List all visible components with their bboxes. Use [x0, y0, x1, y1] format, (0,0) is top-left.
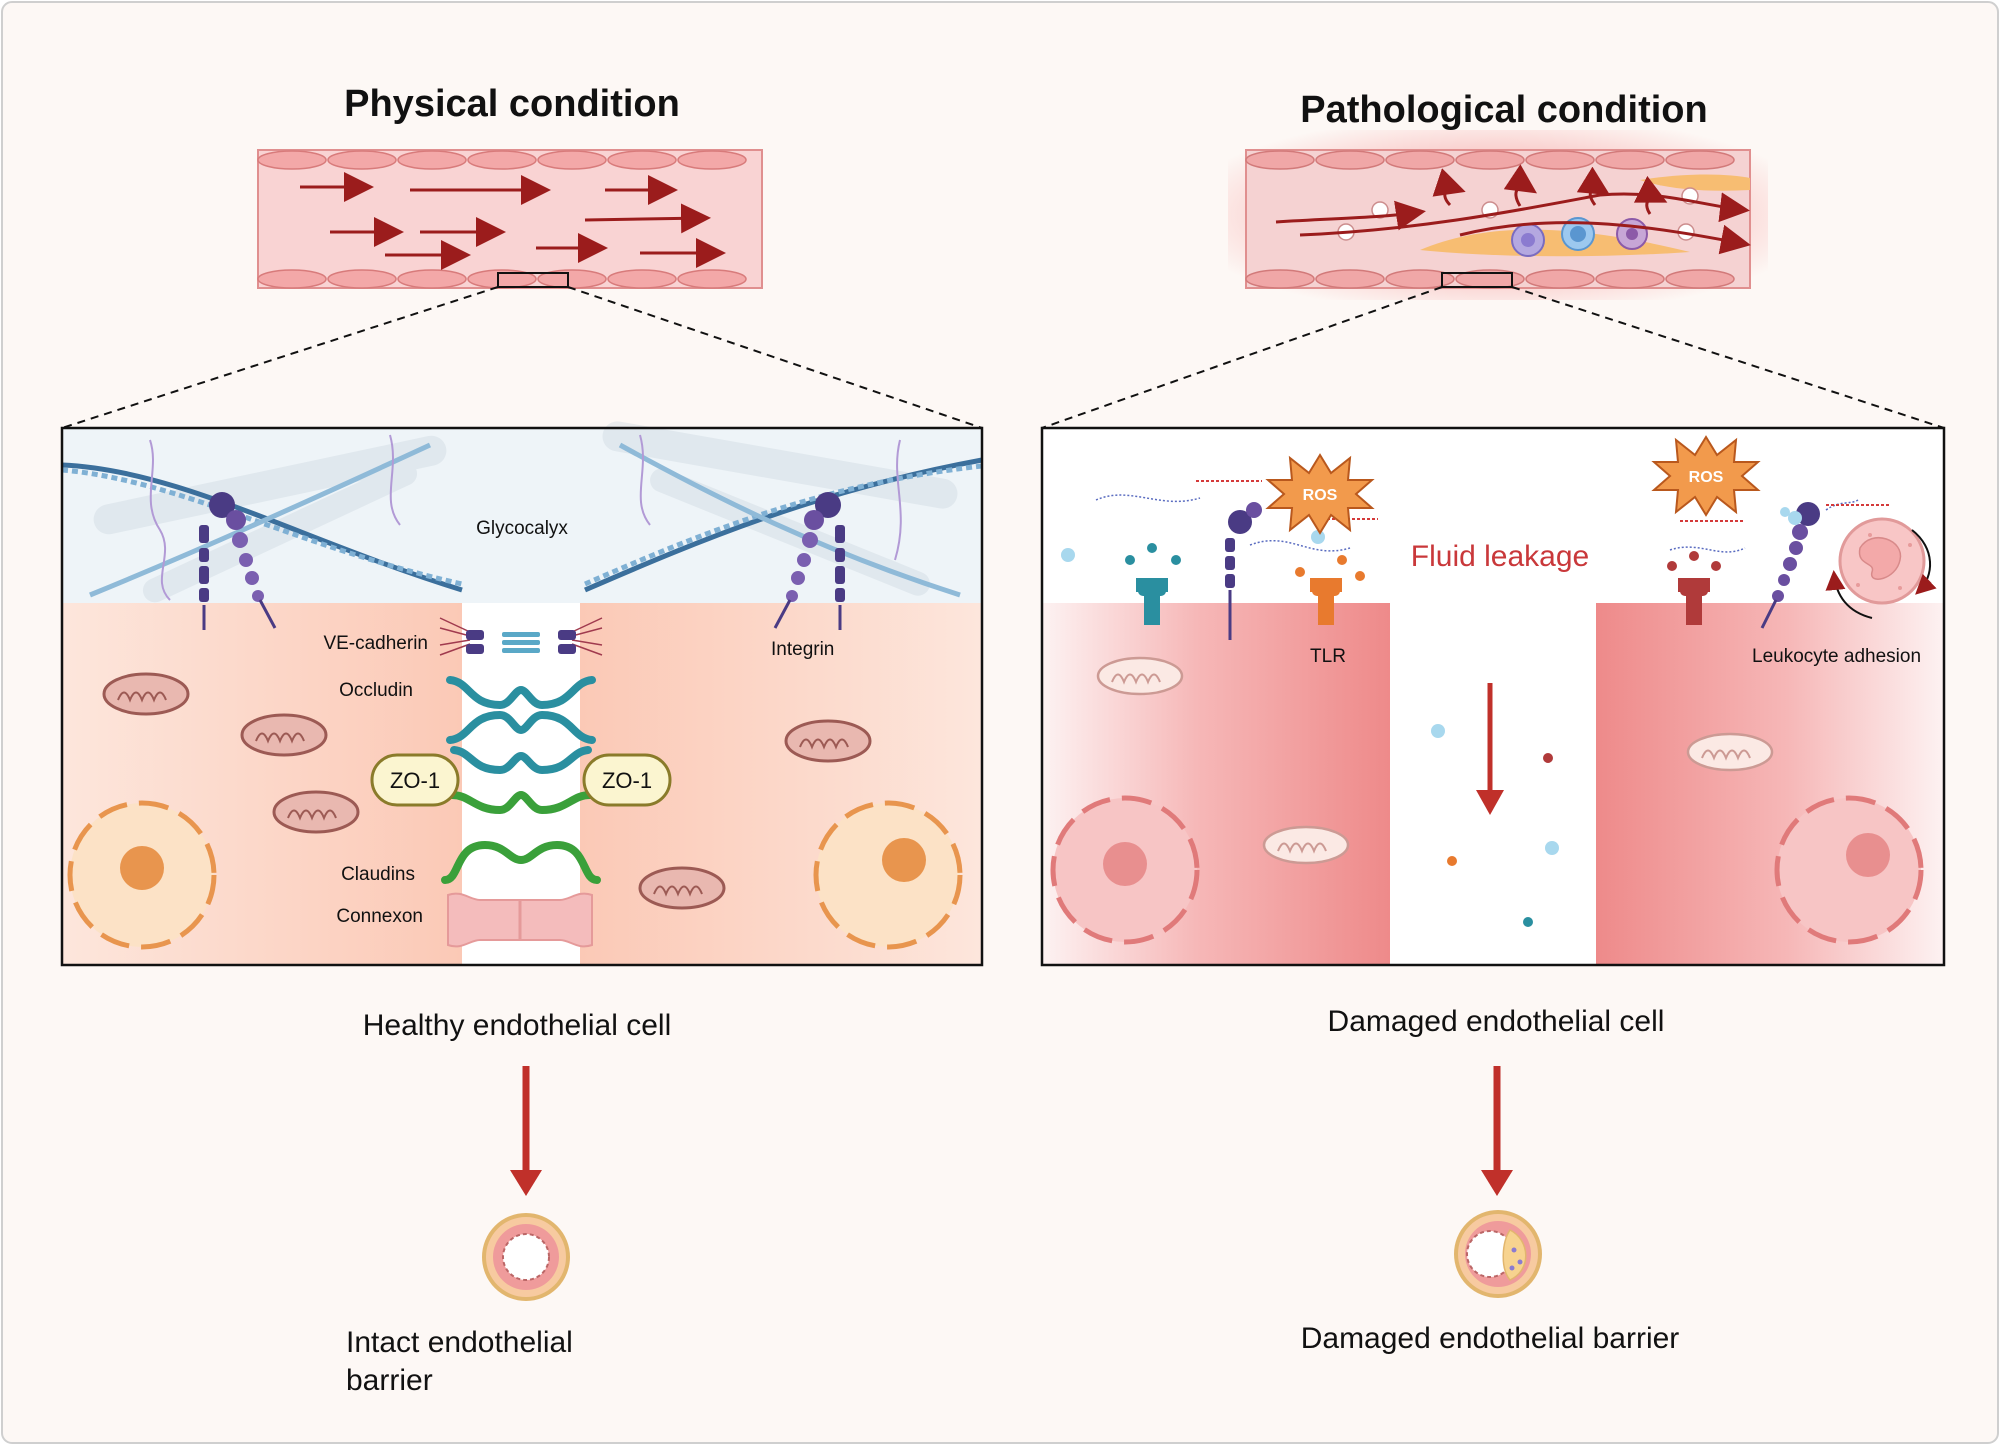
right-caption: Damaged endothelial cell — [1328, 1005, 1665, 1038]
fluid-leakage-arrow — [1476, 790, 1504, 815]
zo1-right: ZO-1 — [582, 753, 672, 807]
ve-cadherin-junction — [439, 617, 603, 656]
label-tlr: TLR — [1310, 646, 1346, 667]
right-panel-title: Pathological condition — [1300, 89, 1707, 131]
damaged-nucleus-left — [1050, 795, 1200, 945]
left-outcome-line1: Intact endothelial — [346, 1326, 573, 1359]
left-panel: Physical condition — [60, 83, 984, 1397]
tlr-receptor-teal — [1136, 578, 1168, 625]
damaged-nucleus-right — [1774, 795, 1924, 945]
label-glycocalyx: Glycocalyx — [476, 518, 568, 539]
damaged-zoom-box: ROS ROS — [1040, 426, 1946, 967]
label-occludin: Occludin — [339, 680, 413, 701]
pathological-vessel — [1228, 130, 1768, 300]
right-panel: Pathological condition — [1040, 89, 1946, 1355]
ros-burst-2: ROS — [1651, 435, 1761, 517]
intact-vessel-cross-section — [482, 1213, 570, 1301]
right-outcome: Damaged endothelial barrier — [1301, 1322, 1680, 1355]
healthy-vessel — [257, 149, 763, 289]
svg-text:ROS: ROS — [1303, 487, 1338, 504]
nucleus-right — [813, 800, 963, 950]
leaked-particles — [1431, 724, 1559, 927]
tlr-receptor-orange — [1310, 578, 1342, 625]
label-connexon: Connexon — [336, 906, 423, 927]
damaged-vessel-cross-section — [1454, 1210, 1542, 1298]
occludin-strands — [446, 676, 596, 775]
nucleus-left — [67, 800, 217, 950]
left-caption: Healthy endothelial cell — [363, 1009, 672, 1042]
connexon — [447, 892, 593, 948]
zo1-left: ZO-1 — [370, 753, 460, 807]
claudin-strands — [441, 790, 601, 884]
damaged-integrin-right — [1760, 502, 1820, 629]
svg-text:ROS: ROS — [1689, 469, 1724, 486]
svg-text:ZO-1: ZO-1 — [390, 768, 440, 793]
left-panel-title: Physical condition — [344, 83, 680, 125]
healthy-zoom-box: ZO-1 ZO-1 — [60, 421, 984, 967]
label-leukocyte-adhesion: Leukocyte adhesion — [1752, 646, 1921, 667]
ros-burst-1: ROS — [1265, 453, 1375, 535]
integrin-left — [199, 492, 277, 630]
label-ve-cadherin: VE-cadherin — [323, 633, 428, 654]
label-integrin: Integrin — [771, 639, 834, 660]
label-fluid-leakage: Fluid leakage — [1411, 540, 1589, 573]
left-down-arrow — [510, 1170, 542, 1196]
left-outcome-line2: barrier — [346, 1364, 433, 1397]
integrin-right — [773, 492, 845, 630]
leukocyte — [1825, 517, 1937, 619]
label-claudins: Claudins — [341, 864, 415, 885]
damaged-integrin-left — [1225, 502, 1262, 640]
svg-text:ZO-1: ZO-1 — [602, 768, 652, 793]
right-down-arrow — [1481, 1170, 1513, 1196]
tlr-receptor-red — [1678, 578, 1710, 625]
